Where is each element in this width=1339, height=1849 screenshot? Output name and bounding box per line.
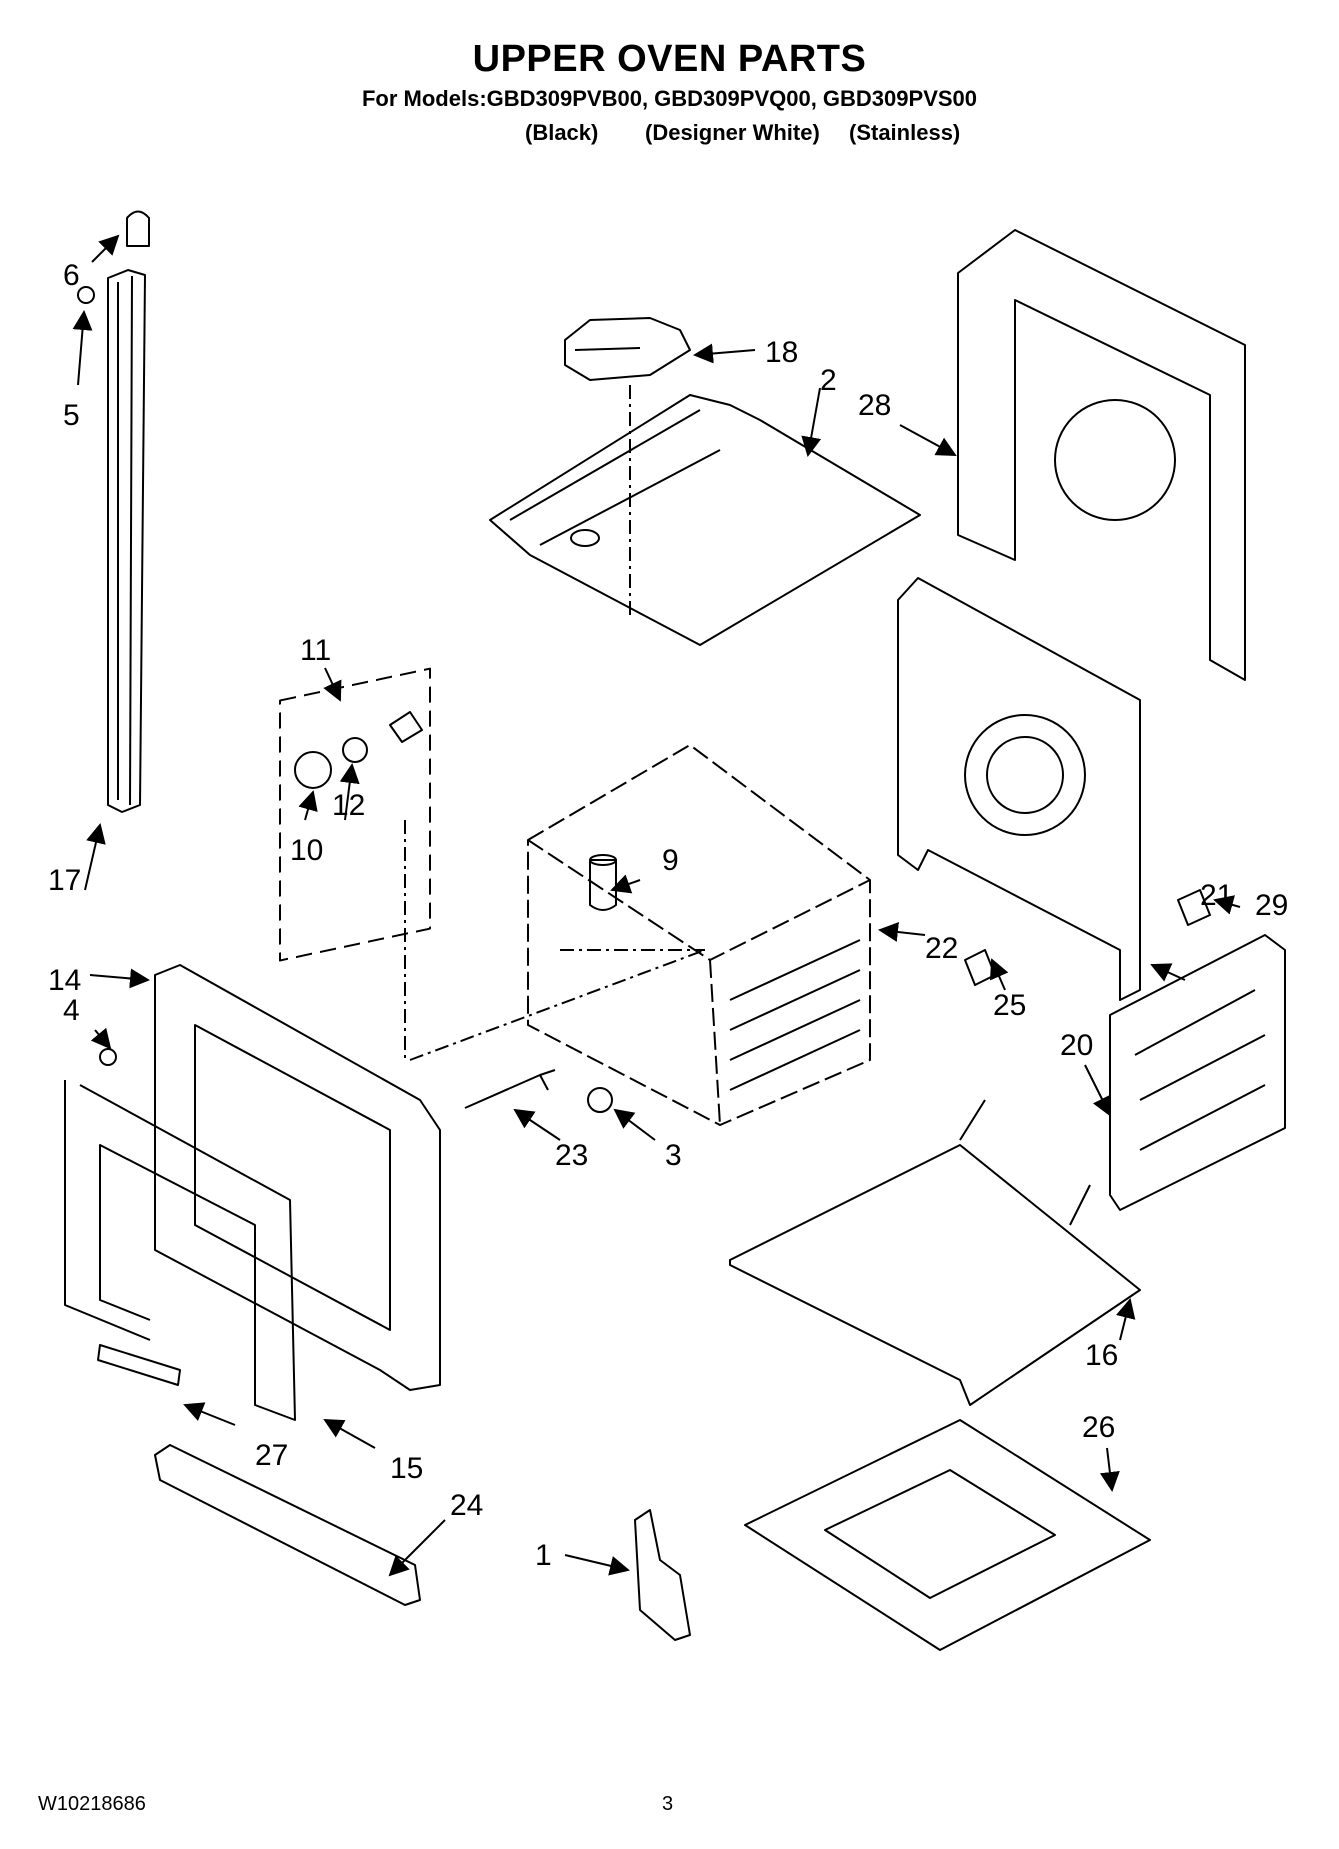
- part-15-door-gasket: [64, 1080, 296, 1421]
- part-18-latch-assembly: [564, 317, 691, 381]
- part-17-side-trim: [107, 269, 146, 813]
- callout-11: 11: [300, 634, 331, 667]
- callout-3: 3: [665, 1139, 682, 1172]
- callout-21: 21: [1200, 879, 1233, 912]
- variant-black: (Black): [525, 120, 599, 145]
- callout-27: 27: [255, 1439, 288, 1472]
- variant-designer-white: (Designer White): [645, 120, 820, 145]
- callout-26: 26: [1082, 1411, 1115, 1444]
- part-26-bottom-tray: [744, 1419, 1151, 1651]
- callout-18: 18: [765, 336, 798, 369]
- part-20-side-panel: [1109, 934, 1286, 1211]
- part-10-lens: [294, 751, 332, 789]
- part-24-vent-grille: [154, 1444, 421, 1606]
- variant-stainless: (Stainless): [849, 120, 961, 145]
- part-21-oven-back-panel: [897, 577, 1141, 1001]
- callout-23: 23: [555, 1139, 588, 1172]
- callout-4: 4: [63, 994, 80, 1027]
- callout-25: 25: [993, 989, 1026, 1022]
- callout-6: 6: [63, 259, 80, 292]
- part-25-clip: [964, 949, 996, 986]
- page-number: 3: [662, 1793, 674, 1815]
- part-2-top-panel: [489, 394, 921, 646]
- callout-5: 5: [63, 399, 80, 432]
- document-number: W10218686: [38, 1793, 146, 1815]
- part-27-insulation-strip: [97, 1344, 181, 1386]
- callout-12: 12: [332, 789, 365, 822]
- callout-15: 15: [390, 1452, 423, 1485]
- callout-10: 10: [290, 834, 323, 867]
- callout-14: 14: [48, 964, 81, 997]
- part-1-mounting-bracket: [634, 1509, 691, 1641]
- part-28-rear-panel: [957, 229, 1246, 681]
- part-5-screw: [77, 286, 95, 304]
- callout-16: 16: [1085, 1339, 1118, 1372]
- callout-22: 22: [925, 932, 958, 965]
- part-11-light-assembly: [279, 667, 431, 962]
- part-22-oven-cavity: [527, 744, 871, 1126]
- part-4-screw: [99, 1048, 117, 1066]
- part-29-bracket: [1177, 889, 1211, 926]
- callout-24: 24: [450, 1489, 483, 1522]
- callout-17: 17: [48, 864, 81, 897]
- part-9-light-socket: [589, 859, 617, 911]
- callout-29: 29: [1255, 889, 1288, 922]
- part-16-heat-shield: [729, 1099, 1141, 1406]
- part-14-front-frame: [154, 964, 441, 1391]
- part-3-plug: [587, 1087, 613, 1113]
- part-12-bulb: [342, 737, 368, 763]
- callout-20: 20: [1060, 1029, 1093, 1062]
- callout-1: 1: [535, 1539, 552, 1572]
- callout-28: 28: [858, 389, 891, 422]
- callout-2: 2: [820, 364, 837, 397]
- models-line: For Models:GBD309PVB00, GBD309PVQ00, GBD…: [361, 86, 978, 111]
- part-6-end-cap: [126, 210, 150, 247]
- part-23-oven-sensor: [464, 1069, 556, 1109]
- callout-9: 9: [662, 844, 679, 877]
- page-title: UPPER OVEN PARTS: [472, 38, 867, 80]
